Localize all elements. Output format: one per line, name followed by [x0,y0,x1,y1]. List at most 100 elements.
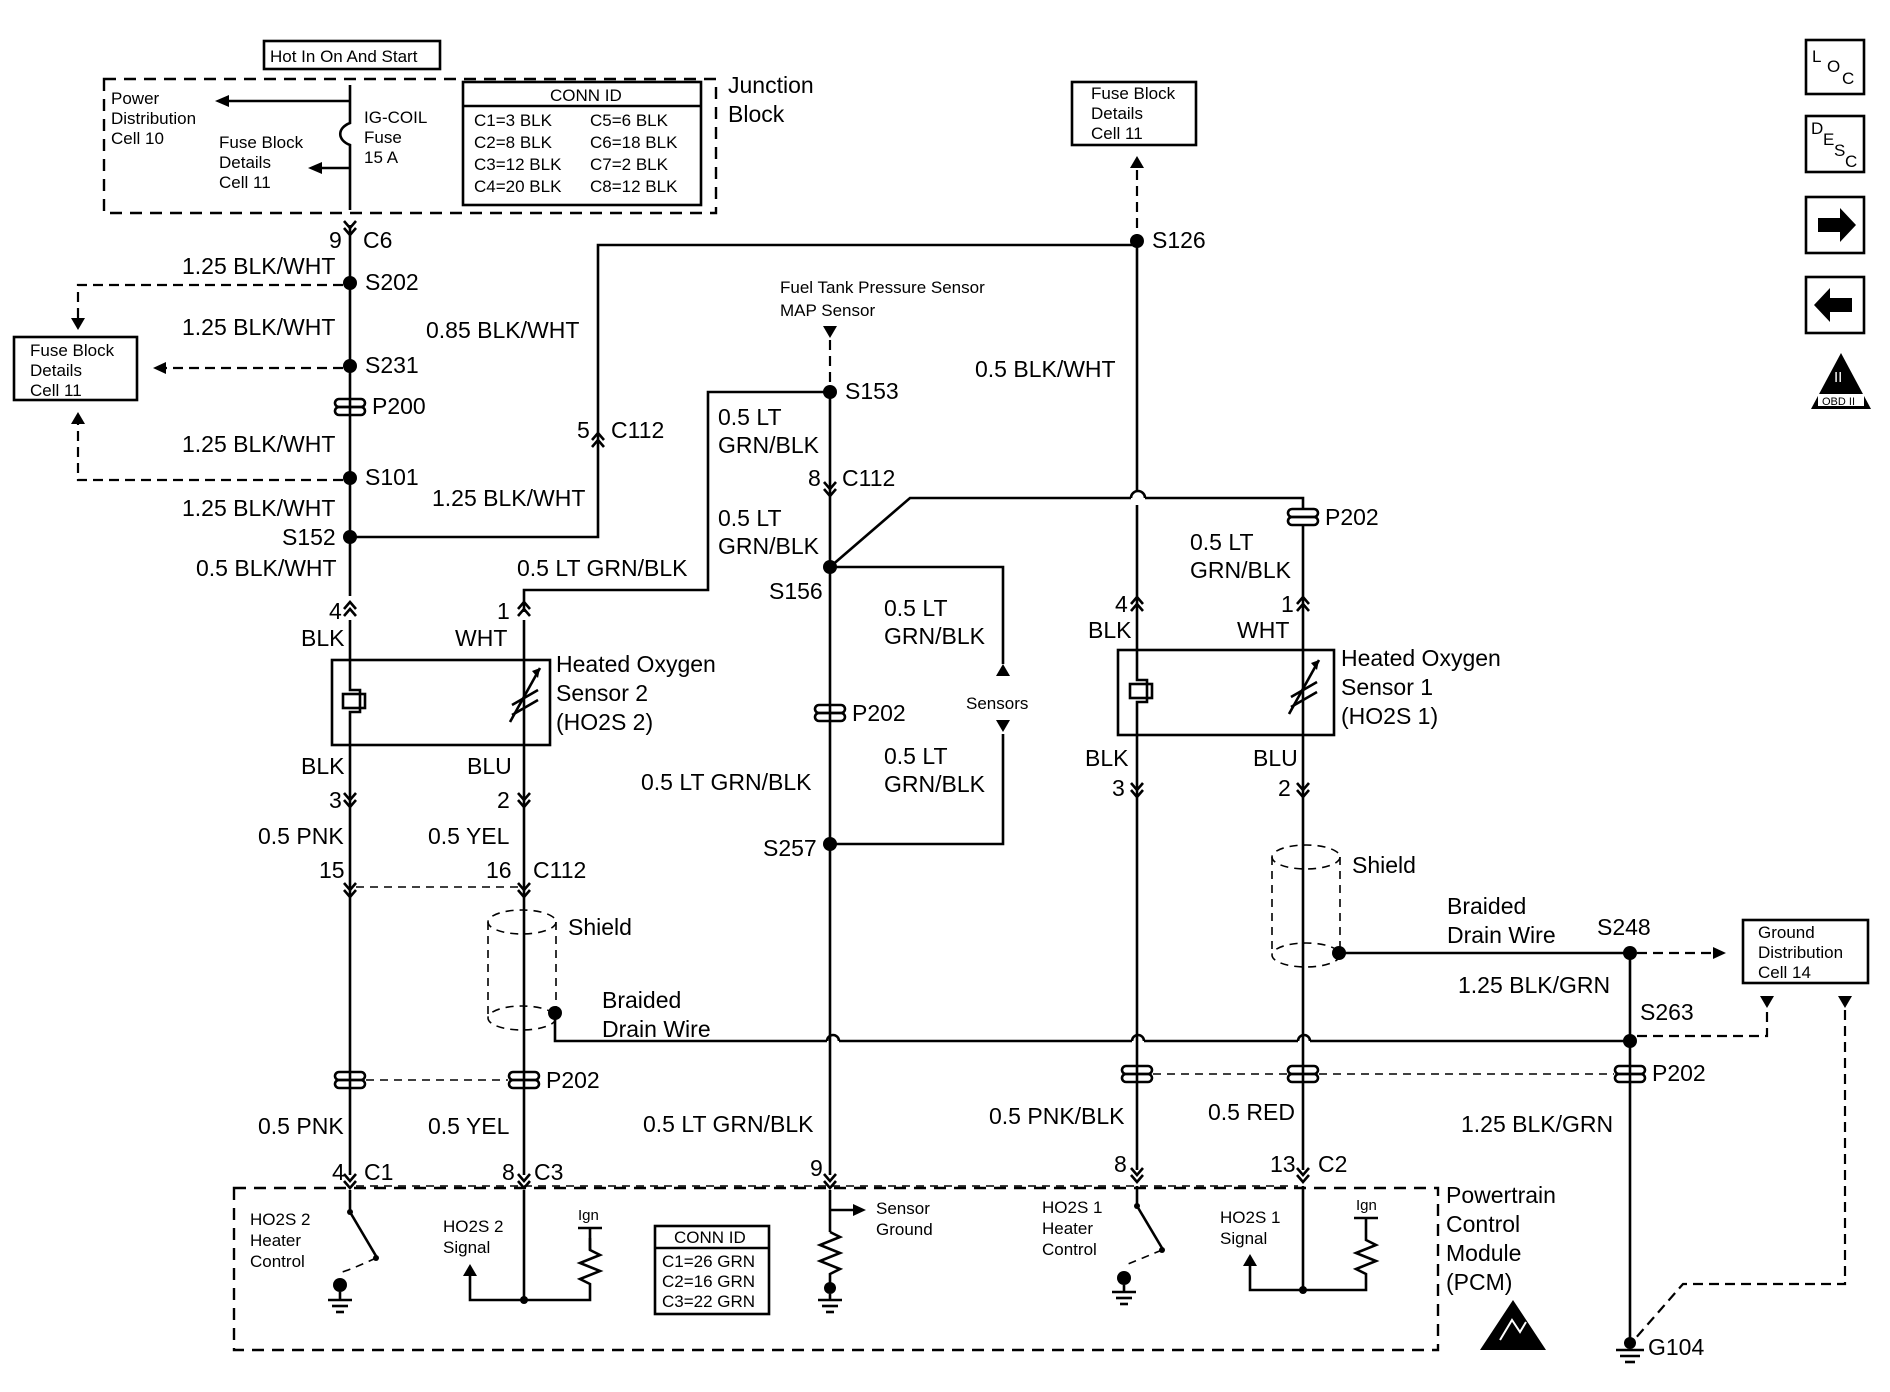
ho2s2-pin3-label: 3 [329,787,342,813]
s202-splice [343,276,357,290]
svg-text:Control: Control [250,1252,305,1271]
wire-s156-to-p202 [1145,496,1305,509]
c1-label: C1 [364,1159,393,1185]
svg-text:IG-COIL: IG-COIL [364,108,427,127]
c112-label: C112 [533,857,586,883]
svg-text:GRN/BLK: GRN/BLK [884,623,986,649]
wire-label-1-25-blk-wht: 1.25 BLK/WHT [182,431,335,457]
p200-connector-icon [333,397,367,417]
svg-text:Signal: Signal [443,1238,490,1257]
ho2s2-signal-label: HO2S 2 Signal [443,1217,503,1257]
junction-block-label: Junction Block [728,72,814,127]
svg-text:O: O [1827,57,1840,76]
next-page-button[interactable] [1804,195,1866,255]
s156-label: S156 [769,578,823,604]
svg-text:Cell 11: Cell 11 [1091,124,1143,143]
svg-text:E: E [1823,130,1834,149]
svg-text:Distribution: Distribution [1758,943,1843,962]
svg-text:Cell 11: Cell 11 [30,381,82,400]
p202-connector-icon [813,703,847,723]
g104-ground-icon [1616,1337,1644,1364]
ho2s2-signal-circuit-icon [463,1190,604,1304]
svg-text:GRN/BLK: GRN/BLK [1190,557,1292,583]
ho2s2-pin4-label: 4 [329,598,342,624]
s101-dashed-ref [76,422,343,482]
ho2s2-wht-label: WHT [455,625,507,651]
ho2s2-pin2-label: 2 [497,787,510,813]
svg-text:HO2S 1: HO2S 1 [1220,1208,1280,1227]
ho2s1-wht-label: WHT [1237,617,1289,643]
location-button[interactable]: L O C [1804,38,1866,96]
c112-label: C112 [842,465,895,491]
svg-text:Control: Control [1446,1211,1520,1237]
svg-text:Module: Module [1446,1240,1521,1266]
p202-label: P202 [546,1067,600,1093]
svg-text:Distribution: Distribution [111,109,196,128]
drain-wire-2 [553,1013,827,1043]
wire-label-0-5-lt-grn-blk: 0.5 LT GRN/BLK [517,555,688,581]
svg-text:Drain Wire: Drain Wire [602,1016,711,1042]
svg-text:OBD II: OBD II [1822,396,1855,408]
up-arrow-icon [996,664,1010,676]
wire-label-1-25-blk-grn: 1.25 BLK/GRN [1458,972,1610,998]
svg-text:(HO2S 1): (HO2S 1) [1341,703,1438,729]
svg-text:Fuse Block: Fuse Block [219,133,304,152]
sensor-ground-circuit-icon [816,1190,866,1314]
wire-label-1-25-blk-grn: 1.25 BLK/GRN [1461,1111,1613,1137]
right-arrow-icon [1713,947,1726,959]
fuse-block-arrow-icon [308,162,322,174]
s101-splice [343,471,357,485]
svg-text:Power: Power [111,89,160,108]
ho2s2-ign-label: Ign [578,1207,599,1224]
ho2s1-heater-switch-icon [1112,1186,1165,1306]
svg-text:S: S [1834,141,1845,160]
wire-label-1-25-blk-wht: 1.25 BLK/WHT [432,485,585,511]
s257-splice [823,837,837,851]
svg-text:15 A: 15 A [364,148,399,167]
shield-1-label: Shield [1352,852,1416,878]
c112-pin8-label: 8 [808,465,821,491]
svg-text:Hot In On And Start: Hot In On And Start [270,47,418,66]
previous-page-button[interactable] [1804,275,1866,335]
svg-text:C2=8 BLK: C2=8 BLK [474,133,553,152]
p202-label: P202 [1652,1060,1706,1086]
svg-text:Sensor 1: Sensor 1 [1341,674,1433,700]
svg-text:Heater: Heater [1042,1219,1093,1238]
svg-text:C1=3 BLK: C1=3 BLK [474,111,553,130]
p202-connector-icon [1286,507,1320,527]
wire-s156-to-p202 [829,496,1131,568]
svg-text:Block: Block [728,101,785,127]
svg-text:C5=6 BLK: C5=6 BLK [590,111,669,130]
s231-label: S231 [365,352,419,378]
shield-1-icon [1271,844,1341,968]
svg-text:II: II [1834,369,1842,386]
svg-text:Ground: Ground [876,1220,933,1239]
c2-label: C2 [1318,1151,1347,1177]
wire-label-0-5-blk-wht: 0.5 BLK/WHT [196,555,337,581]
description-button[interactable]: D E S C [1804,114,1866,174]
s231-splice [343,359,357,373]
connector-id-table-pcm: CONN ID C1=26 GRN C2=16 GRN C3=22 GRN [653,1224,771,1316]
c3-pin-label: 8 [502,1159,515,1185]
ho2s1-blk-label: BLK [1088,617,1132,643]
svg-text:Fuse: Fuse [364,128,402,147]
braided-drain-wire-2-label: Braided Drain Wire [602,987,711,1042]
wire-label-0-5-blk-wht: 0.5 BLK/WHT [975,356,1116,382]
wire-label-0-5-lt-grn-blk: 0.5 LT GRN/BLK [884,595,986,649]
wire-label-0-5-red: 0.5 RED [1208,1099,1295,1125]
svg-text:HO2S 1: HO2S 1 [1042,1198,1102,1217]
ground-distribution-box: Ground Distribution Cell 14 [1741,918,1870,985]
fuse-block-details-left: Fuse Block Details Cell 11 [12,335,139,402]
svg-text:CONN ID: CONN ID [674,1228,746,1247]
c1-connector-icon [342,1172,358,1190]
junction-block-outline [102,77,718,215]
svg-text:0.5 LT: 0.5 LT [718,505,782,531]
p202-label: P202 [1325,504,1379,530]
ho2s2-blu-label: BLU [467,753,512,779]
wire-label-0-5-lt-grn-blk: 0.5 LT GRN/BLK [641,769,812,795]
wire-label-0-5-lt-grn-blk: 0.5 LT GRN/BLK [1190,529,1292,583]
ho2s1-heater-pin-label: 8 [1114,1151,1127,1177]
wire-label-0-5-lt-grn-blk: 0.5 LT GRN/BLK [718,404,820,458]
svg-text:Braided: Braided [1447,893,1526,919]
wire-label-0-5-yel: 0.5 YEL [428,823,510,849]
